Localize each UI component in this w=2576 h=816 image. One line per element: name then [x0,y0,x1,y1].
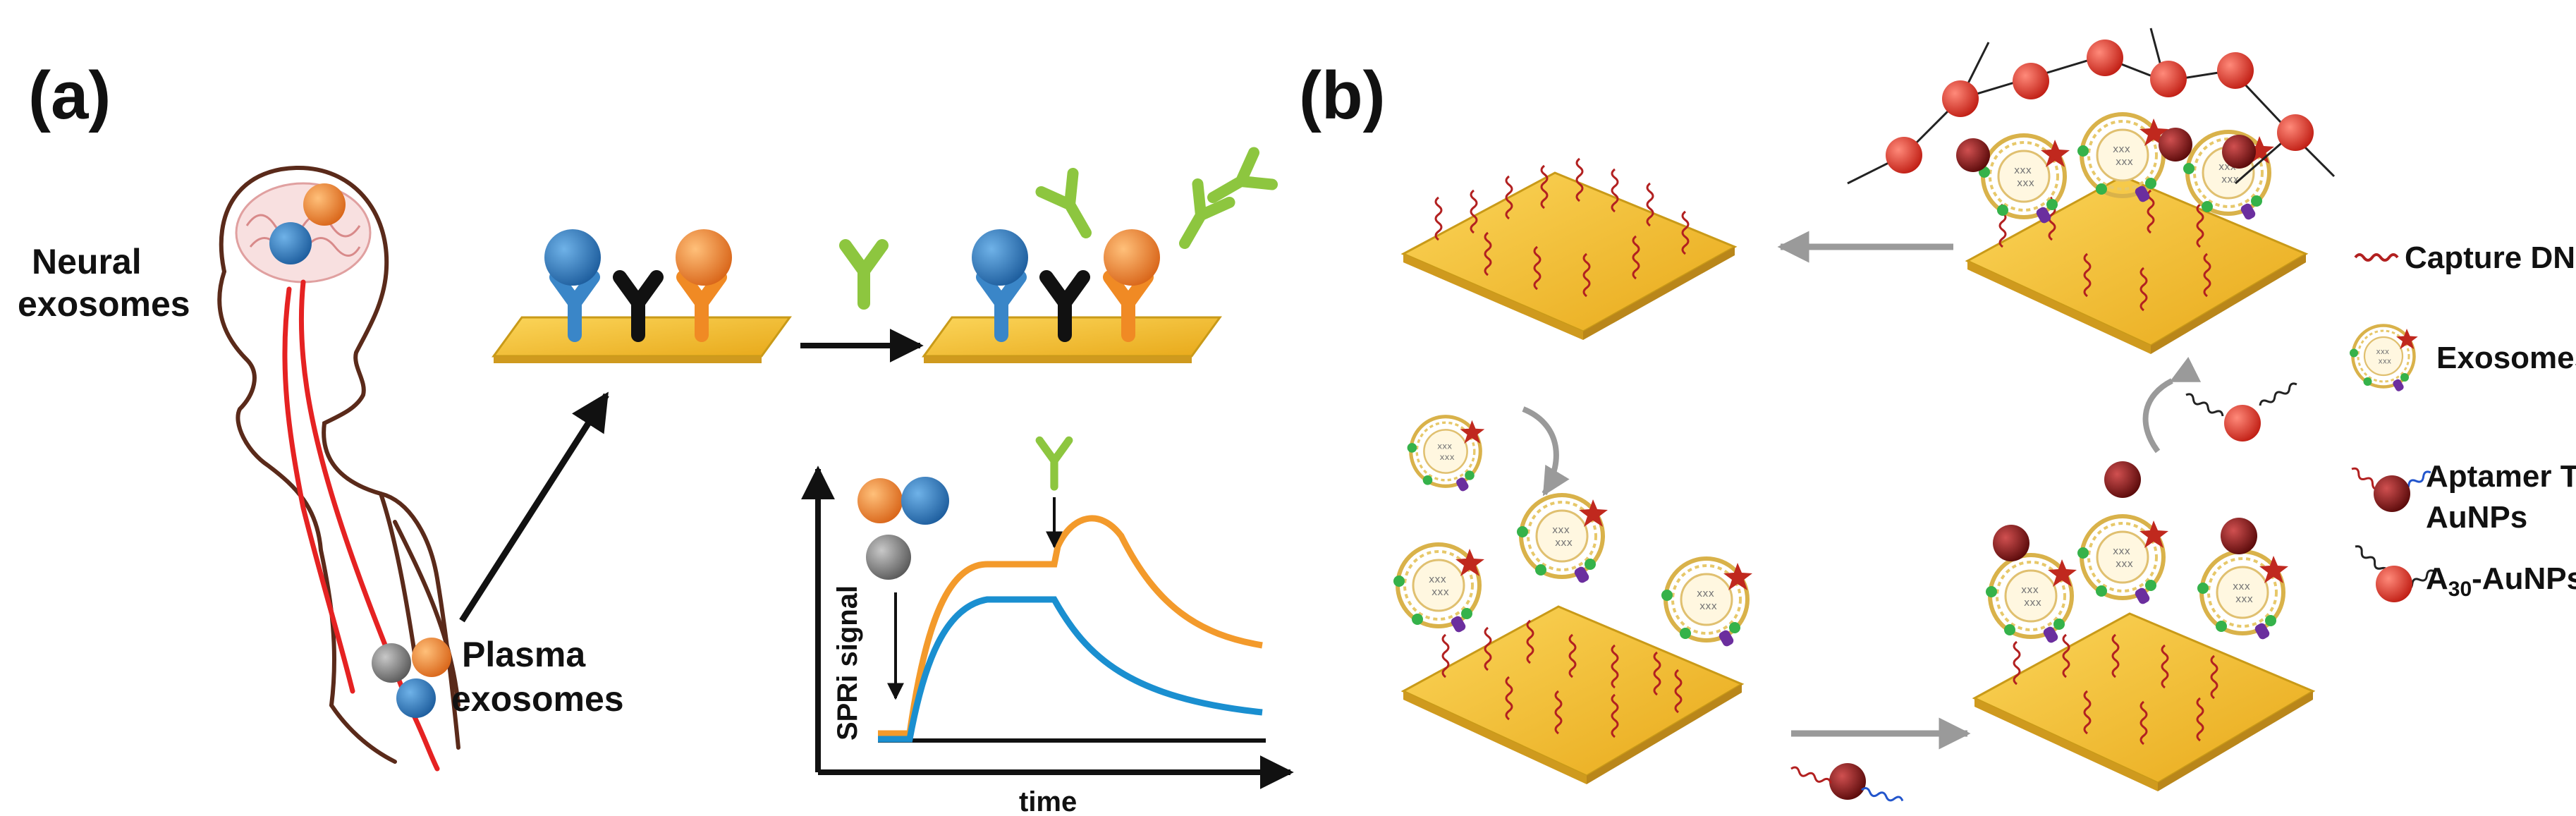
legend-exosome-icon [2350,326,2418,393]
spr-chip-before [492,229,792,363]
spr-chip-after [922,152,1272,363]
aptamer-np-free [1789,763,1905,805]
free-antibody-icon [846,245,882,303]
spri-graph: SPRi signal time [801,440,1294,816]
chip-top-left [1400,157,1738,340]
flow-arrow-diagonal [459,391,609,623]
neural-exosomes-label-2: exosomes [18,284,190,324]
legend-exosomes: Exosomes [2436,341,2576,375]
legend-aptamer-line2: AuNPs [2426,500,2527,535]
human-outline [217,165,460,764]
blood-vessel [282,279,440,772]
a30-np-free [2183,381,2300,442]
neural-exosomes-label-1: Neural [32,242,142,281]
legend-capture-dna-icon [2354,253,2399,262]
neural-exosome-orange [303,183,346,226]
legend-a30: A30-AuNPs [2426,561,2576,601]
legend-aptamer-line1: Aptamer T30- [2426,459,2576,499]
exosome-free-left [1408,417,1485,493]
legend-capture-dna: Capture DNA [2405,240,2576,275]
graph-ylabel: SPRi signal [832,585,863,741]
curve-orange [878,515,1263,737]
chip-bottom-left [1393,495,1752,784]
curved-arrow-right [2142,356,2202,453]
curve-blue [878,596,1263,743]
plasma-exosome-blue [396,678,436,718]
chip-top-right [1847,28,2336,354]
graph-xlabel: time [1019,786,1077,816]
legend-aptamer-icon [2349,465,2434,512]
chip-bottom-right [1972,461,2316,791]
plasma-exosome-gray [372,643,411,683]
plasma-exosomes-label-2: exosomes [451,679,624,719]
panel-b-label: (b) [1299,58,1386,133]
plasma-exosome-orange [412,638,451,677]
legend-a30-icon [2352,543,2437,602]
panel-a-label: (a) [28,58,111,133]
legend: Capture DNA Exosomes Aptamer T30- AuNPs … [2350,240,2576,602]
neural-exosome-blue [269,222,312,264]
curved-arrow-left [1522,406,1570,497]
plasma-exosomes-label-1: Plasma [462,635,586,674]
